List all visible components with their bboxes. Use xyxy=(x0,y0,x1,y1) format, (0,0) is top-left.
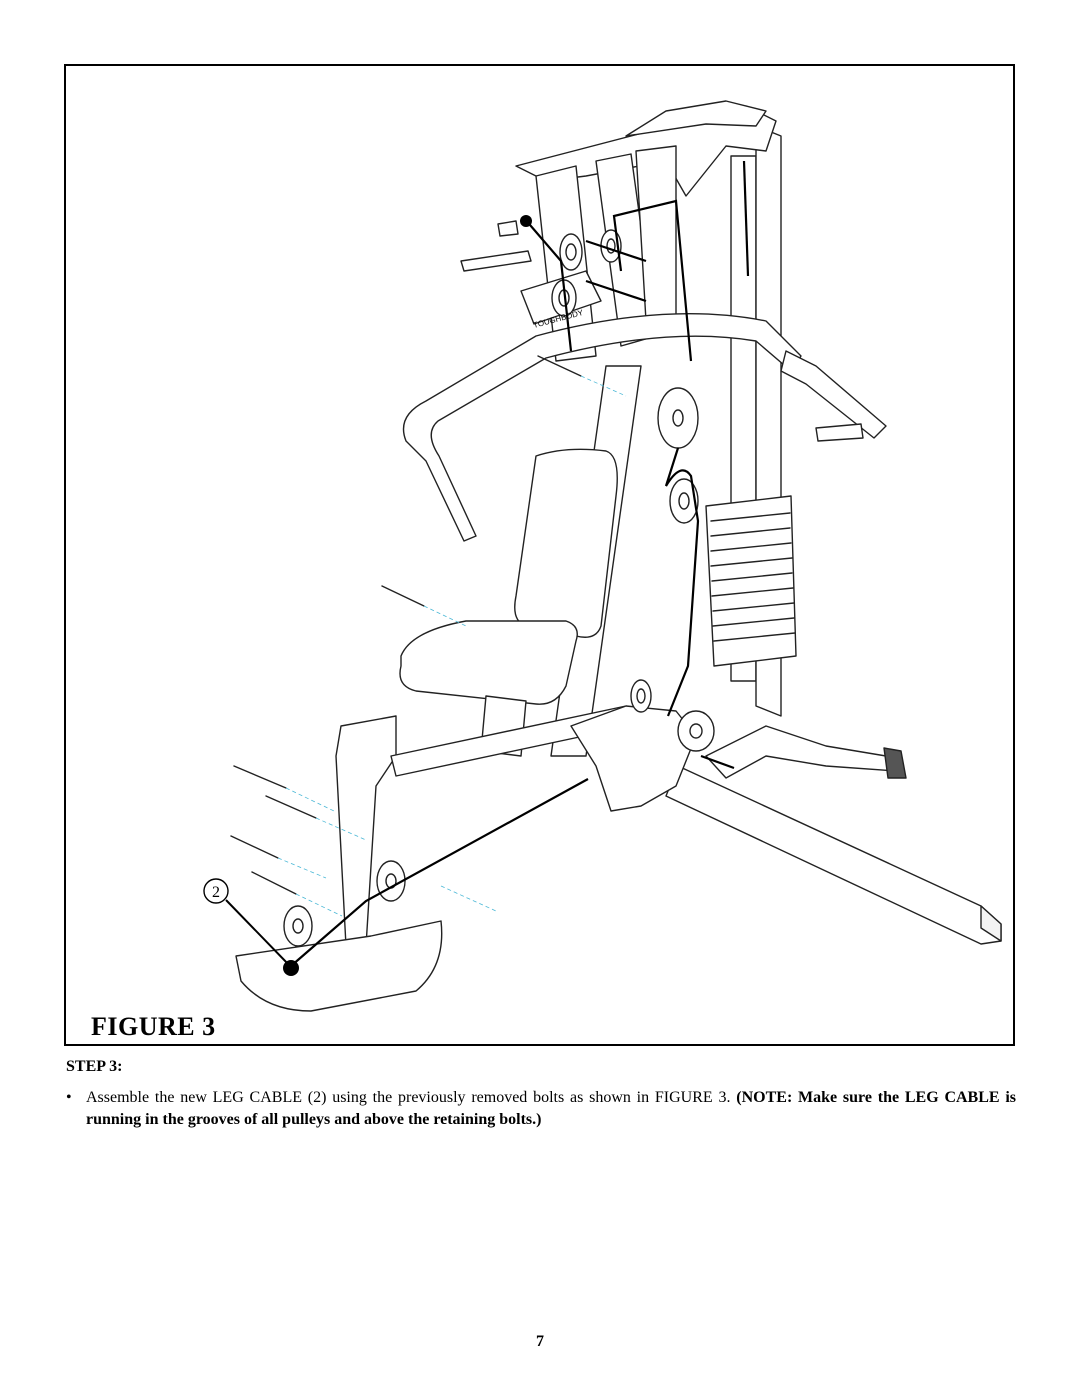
part-callout-2: 2 xyxy=(212,884,220,901)
step-text: Assemble the new LEG CABLE (2) using the… xyxy=(86,1089,731,1106)
base-rail xyxy=(665,765,1002,945)
figure-caption: FIGURE 3 xyxy=(91,1012,216,1041)
step-heading: STEP 3: xyxy=(66,1058,123,1075)
page-number: 7 xyxy=(536,1333,544,1350)
figure-frame: 2 TOUGHBODY FIGURE 3 xyxy=(64,64,1015,1046)
step-note: (NOTE: Make sure the LEG CABLE is runnin… xyxy=(86,1089,1017,1128)
gym-assembly-illustration: 2 TOUGHBODY xyxy=(203,100,1002,1012)
bullet: • xyxy=(66,1089,72,1106)
step-instruction: • Assemble the new LEG CABLE (2) using t… xyxy=(66,1087,1016,1131)
step-text-block: Assemble the new LEG CABLE (2) using the… xyxy=(66,1087,1016,1131)
